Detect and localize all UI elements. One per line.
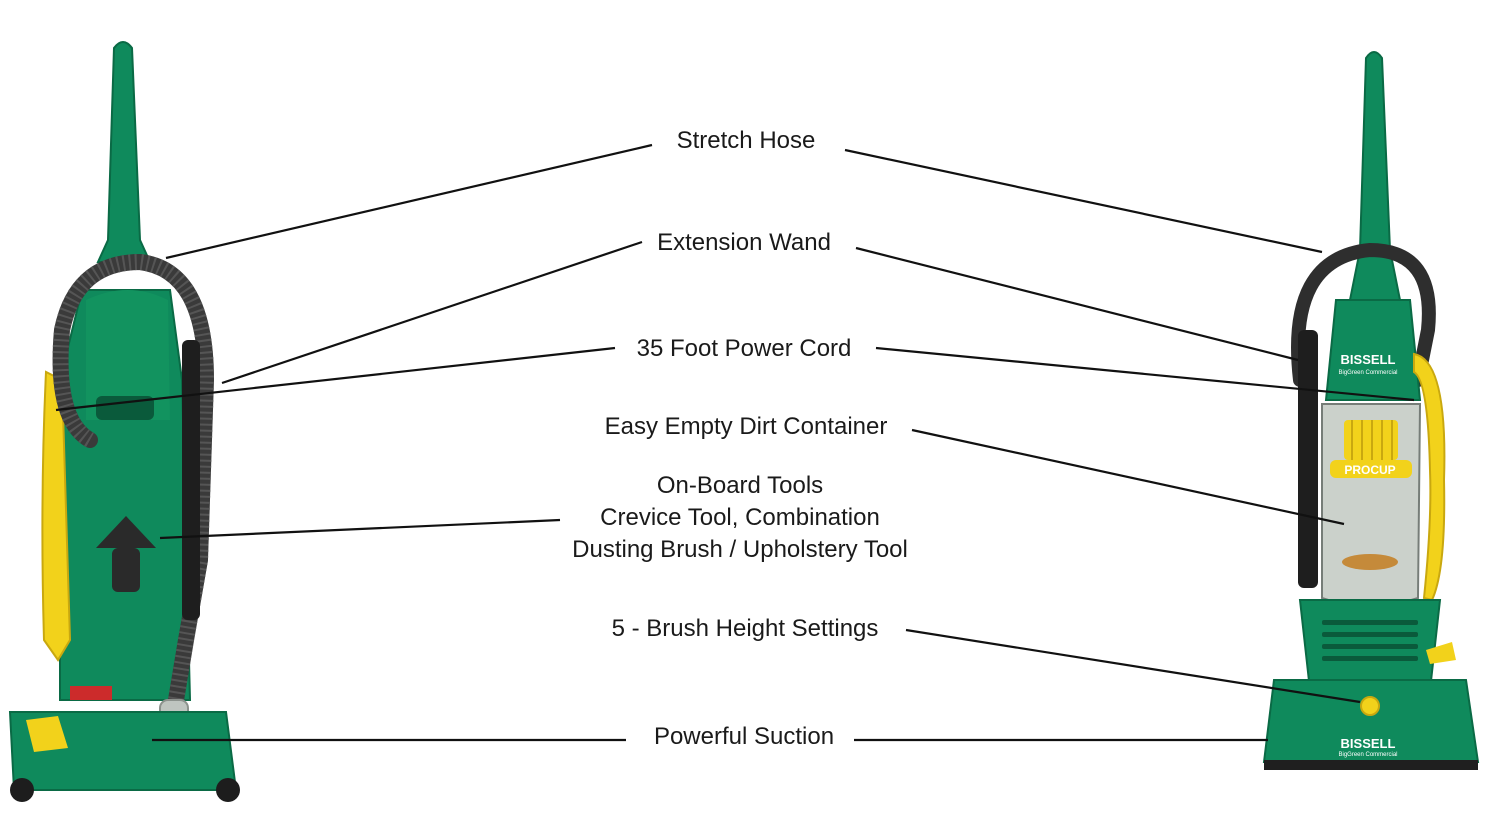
right-logo: BISSELL [1341,352,1396,367]
left-vacuum [8,41,240,802]
left-upper-body [86,290,170,420]
right-cup-bottom [1342,554,1398,570]
label-brush-height: 5 - Brush Height Settings [578,613,912,645]
label-tools-line2: Crevice Tool, Combination [600,504,880,531]
right-logo-sub: BigGreen Commercial [1338,370,1397,376]
label-suction-text: Powerful Suction [653,723,835,750]
leader-extension-wand-right [855,246,1299,362]
label-onboard-tools: On-Board Tools Crevice Tool, Combination… [540,470,940,566]
left-wheel-rear [216,778,240,802]
right-vacuum: BISSELL BigGreen Commercial PROCUP [1262,51,1480,770]
label-stretch-hose-text: Stretch Hose [676,127,816,154]
leader-dirt-container-right [911,428,1345,526]
left-recess [96,396,154,420]
label-extension-wand-text: Extension Wand [657,229,831,256]
left-hose [52,253,215,708]
leader-power-cord-left [55,346,616,412]
label-extension-wand: Extension Wand [626,227,862,259]
leader-tools-left [159,518,561,540]
label-power-cord-text: 35 Foot Power Cord [636,335,852,362]
label-dirt-container-text: Easy Empty Dirt Container [604,413,888,440]
right-wand [1298,330,1318,588]
leader-lines [55,143,1415,742]
label-tools-line1: On-Board Tools [656,472,824,499]
right-height-knob [1360,696,1380,716]
right-base-logo-sub: BigGreen Commercial [1338,752,1397,758]
left-tool-holder [96,516,156,548]
left-pedal [26,716,68,752]
right-pedal [1426,642,1456,664]
leader-stretch-hose-left [165,143,653,260]
label-tools-line3: Dusting Brush / Upholstery Tool [572,536,908,563]
left-wheel-front [10,778,34,802]
leader-stretch-hose-right [844,148,1323,254]
right-handle [1348,51,1402,301]
label-power-cord: 35 Foot Power Cord [610,333,878,365]
leader-extension-wand-left [221,240,643,385]
left-wand [182,340,200,620]
label-suction: Powerful Suction [626,721,862,753]
right-hose [1291,242,1436,387]
leader-brush-height-right [905,628,1361,704]
left-handle [96,41,152,263]
left-cord-wrap [41,370,72,662]
right-cup-label: PROCUP [1344,463,1395,477]
right-base-logo: BISSELL [1341,736,1396,751]
left-red-tab [70,686,112,700]
leader-power-cord-right [875,346,1415,402]
label-dirt-container: Easy Empty Dirt Container [570,411,922,443]
label-stretch-hose: Stretch Hose [646,125,846,157]
label-brush-height-text: 5 - Brush Height Settings [611,615,879,642]
right-head [1324,299,1422,401]
